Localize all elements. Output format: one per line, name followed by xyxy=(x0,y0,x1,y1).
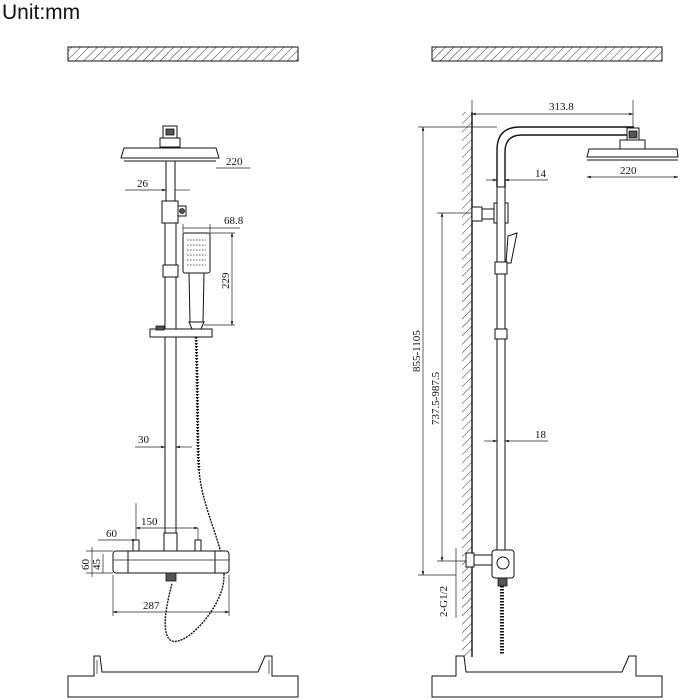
rail-clamp xyxy=(162,264,179,278)
holder-side xyxy=(494,328,508,340)
unit-label: Unit:mm xyxy=(2,1,80,24)
dim-valve-length: 287 xyxy=(143,600,160,612)
ceiling-slab xyxy=(67,46,299,62)
side-rain-head xyxy=(586,148,679,158)
dim-pipe-diameter: 30 xyxy=(138,434,150,446)
dim-rail-height: 737.5-987.5 xyxy=(430,371,442,425)
shower-arm-inner xyxy=(504,134,628,187)
dim-side-pipe-diameter: 18 xyxy=(535,429,547,441)
handset-side xyxy=(505,232,518,264)
floor-tray xyxy=(67,655,299,698)
handset-cradle xyxy=(188,321,205,330)
dim-inlet-thread: 2-G1/2 xyxy=(438,586,450,617)
ceiling-slab-side xyxy=(431,46,663,62)
holder-clip xyxy=(155,325,165,331)
rail-clamp-side xyxy=(494,261,508,275)
dim-handset-width: 68.8 xyxy=(224,215,244,227)
valve-rail-connector xyxy=(163,532,178,552)
dim-inlet-spacing: 150 xyxy=(141,516,158,528)
hand-shower-handle xyxy=(188,272,205,323)
rain-shower-head xyxy=(120,147,220,159)
dim-valve-height: 60 xyxy=(80,559,92,571)
arm-head-nut xyxy=(628,130,638,139)
thermostatic-valve xyxy=(112,550,230,574)
dim-head-width: 220 xyxy=(226,156,243,168)
head-mount xyxy=(159,137,181,148)
wall-escutcheon xyxy=(465,552,475,568)
floor-tray-detail xyxy=(96,660,270,674)
hose-outlet xyxy=(165,572,177,582)
hand-shower-nozzles xyxy=(187,239,206,266)
wall-hatch xyxy=(462,112,472,657)
handset-holder-shelf xyxy=(149,328,213,338)
bracket-arm-upper xyxy=(481,208,495,220)
dim-total-height: 855-1105 xyxy=(411,330,423,372)
connector-nut xyxy=(165,128,175,136)
valve-side-outlet xyxy=(497,577,508,587)
valve-side-knob xyxy=(496,556,510,570)
inlet-left xyxy=(132,539,140,552)
upper-pipe xyxy=(165,160,176,202)
hose-texture xyxy=(194,336,201,471)
dim-arm-offset: 26 xyxy=(137,178,149,190)
wall-bracket-upper xyxy=(471,206,483,222)
valve-inlet-side xyxy=(473,554,493,566)
diverter-body xyxy=(161,200,179,224)
diverter-knob-center xyxy=(179,208,185,214)
dim-side-head-width: 220 xyxy=(620,165,637,177)
dim-arm-diameter: 14 xyxy=(535,168,547,180)
front-view: 220 26 68.8 229 xyxy=(67,46,299,698)
dim-valve-offset: 60 xyxy=(106,528,118,540)
side-head-mount xyxy=(619,139,646,150)
hand-shower-face xyxy=(182,232,211,274)
shower-arm-outer xyxy=(496,126,634,187)
dim-valve-depth: 45 xyxy=(91,559,103,571)
side-view: 220 313.8 14 855-1105 737.5-987.5 xyxy=(411,46,679,698)
inlet-right xyxy=(194,539,202,552)
floor-tray-side xyxy=(431,655,663,698)
side-rail-pipe xyxy=(496,186,506,553)
dim-handset-length: 229 xyxy=(220,272,232,289)
dim-arm-reach: 313.8 xyxy=(549,101,574,113)
